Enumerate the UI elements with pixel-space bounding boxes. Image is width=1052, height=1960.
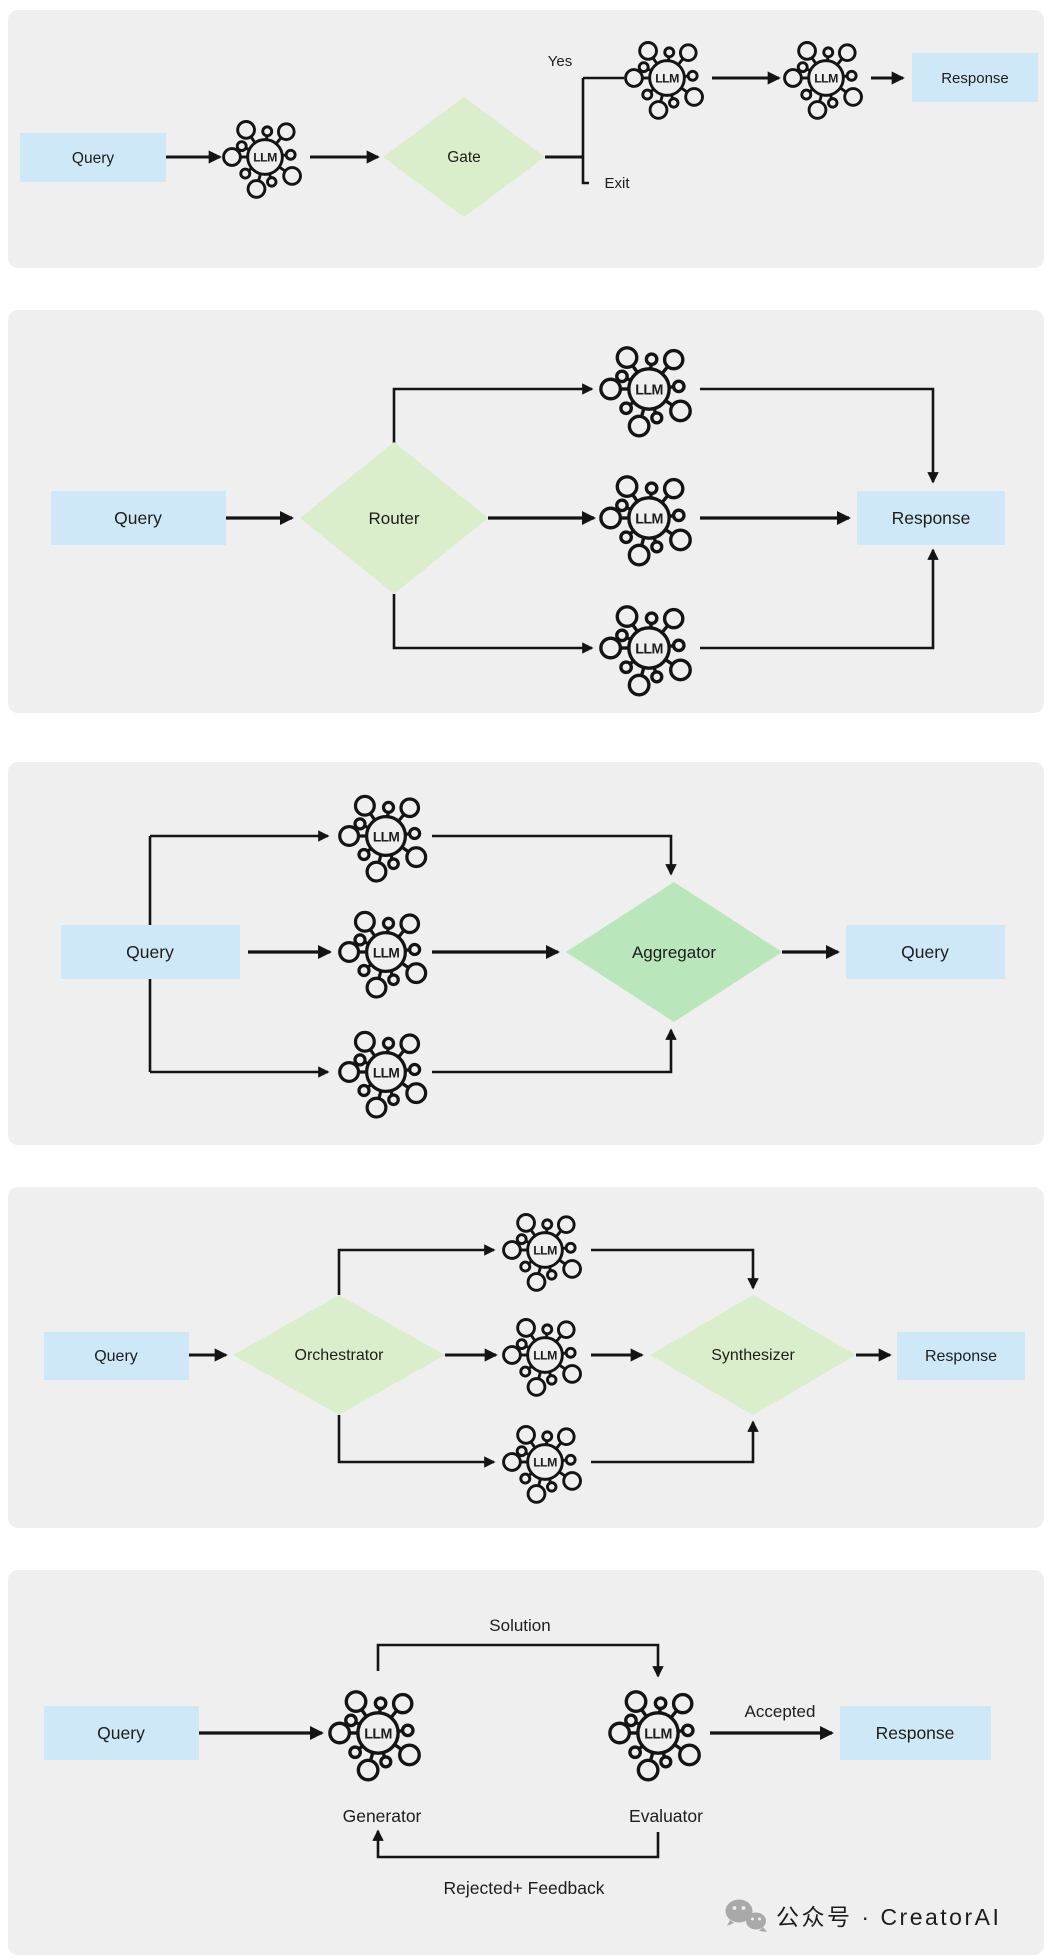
connectors [148, 830, 840, 1078]
panel-aggregation: Query Aggregator Query [8, 762, 1044, 1145]
orchestrator-label: Orchestrator [295, 1347, 385, 1364]
synthesizer-diamond [650, 1295, 856, 1415]
llm-icon [599, 475, 692, 567]
yes-branch-label: Yes [548, 53, 572, 70]
orchestration-diagram: Query Orchestrator Synthesizer Response [44, 1213, 1025, 1504]
llm-icon [338, 1030, 428, 1119]
evaluator-loop-diagram: Query Solution Generator Evaluator Accep… [44, 1616, 1001, 1932]
connectors [189, 1244, 892, 1468]
generator-label: Generator [343, 1806, 422, 1826]
output-box [846, 925, 1005, 979]
query-box [51, 491, 226, 545]
connectors [199, 1643, 834, 1859]
query-box [20, 133, 166, 182]
solution-label: Solution [489, 1616, 550, 1635]
output-box-label: Query [901, 942, 949, 962]
query-box [61, 925, 240, 979]
response-box-label: Response [925, 1348, 997, 1365]
router-diamond [300, 442, 488, 594]
aggregator-diamond [566, 882, 782, 1022]
llm-icon [502, 1213, 582, 1292]
llm-icon [624, 41, 704, 120]
synthesizer-label: Synthesizer [711, 1347, 795, 1364]
llm-icon [599, 346, 692, 438]
panel-gate-chain: Query Gate Yes Exit Response [8, 10, 1044, 268]
router-label: Router [368, 509, 419, 528]
query-box-label: Query [114, 508, 162, 528]
response-box-label: Response [941, 70, 1009, 87]
response-box [840, 1706, 991, 1760]
connectors [226, 383, 939, 654]
aggregation-diagram: Query Aggregator Query [61, 794, 1005, 1119]
llm-icon [502, 1425, 582, 1504]
orchestrator-diamond [233, 1295, 445, 1415]
llm-icon [328, 1690, 421, 1782]
response-box [897, 1332, 1025, 1380]
llm-icon [222, 120, 302, 199]
llm-icon [608, 1690, 701, 1782]
response-box-label: Response [892, 508, 971, 528]
accepted-label: Accepted [745, 1702, 816, 1721]
llm-icon [502, 1318, 582, 1397]
llm-icon [783, 41, 863, 120]
query-box-label: Query [94, 1348, 138, 1365]
response-box-label: Response [876, 1723, 955, 1743]
aggregator-label: Aggregator [632, 943, 716, 962]
panel-routing: Query Router Response [8, 310, 1044, 713]
query-box-label: Query [97, 1723, 145, 1743]
gate-label: Gate [447, 149, 481, 166]
llm-icon [338, 910, 428, 999]
query-box-label: Query [126, 942, 174, 962]
rejected-feedback-label: Rejected+ Feedback [443, 1878, 604, 1898]
evaluator-label: Evaluator [629, 1806, 703, 1826]
query-box [44, 1332, 189, 1380]
response-box [912, 53, 1038, 102]
query-box-label: Query [72, 150, 114, 167]
panel-orchestration: Query Orchestrator Synthesizer Response [8, 1187, 1044, 1528]
llm-icon [338, 794, 428, 883]
wechat-icon [725, 1899, 767, 1932]
response-box [857, 491, 1005, 545]
routing-diagram: Query Router Response [51, 346, 1005, 697]
llm-icon [599, 605, 692, 697]
query-box [44, 1706, 199, 1760]
gate-chain-diagram: Query Gate Yes Exit Response [20, 41, 1038, 217]
connectors [166, 71, 905, 185]
panel-evaluator-loop: Query Solution Generator Evaluator Accep… [8, 1570, 1044, 1955]
exit-branch-label: Exit [604, 175, 630, 192]
watermark-text: 公众号 · CreatorAI [776, 1904, 1001, 1930]
gate-diamond [383, 97, 545, 217]
